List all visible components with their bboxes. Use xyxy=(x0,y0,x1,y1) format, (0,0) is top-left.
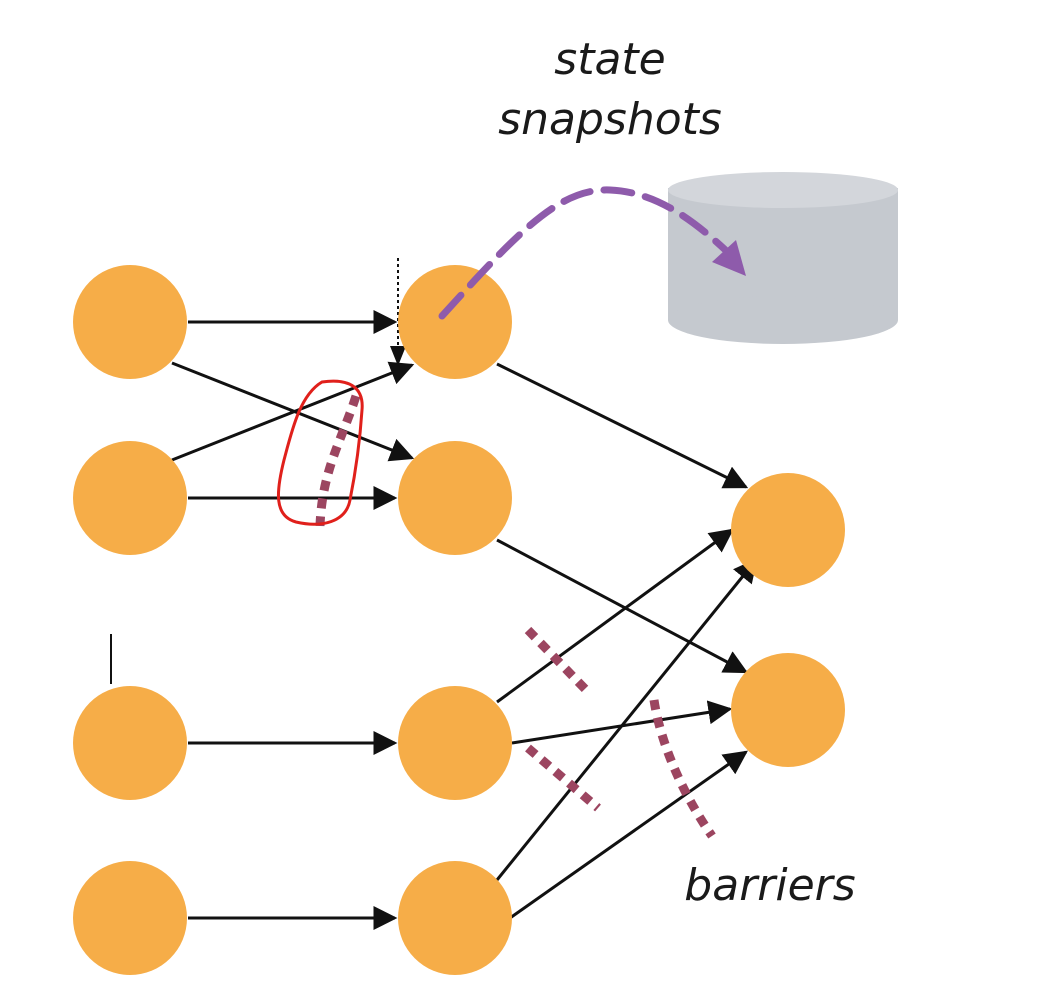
barrier-upper xyxy=(315,394,361,527)
dotted-marker-arrowhead xyxy=(390,346,406,366)
barrier-right xyxy=(649,699,716,839)
state-snapshots-label-line2: snapshots xyxy=(498,94,722,145)
node-a3 xyxy=(73,686,187,800)
node-b1 xyxy=(398,265,512,379)
node-b4 xyxy=(398,861,512,975)
edges-stage-1 xyxy=(171,310,415,930)
node-a2 xyxy=(73,441,187,555)
nodes xyxy=(73,265,845,975)
storage-cylinder-icon xyxy=(668,172,898,344)
barriers-label: barriers xyxy=(684,860,856,911)
edge-a1-b2 xyxy=(171,361,415,462)
state-snapshots-label-line1: state xyxy=(554,34,666,85)
barrier-middle xyxy=(524,626,592,696)
node-b3 xyxy=(398,686,512,800)
node-a1 xyxy=(73,265,187,379)
freehand-annotation xyxy=(276,379,364,526)
node-b2 xyxy=(398,441,512,555)
snapshot-arrow xyxy=(438,186,742,320)
node-c1 xyxy=(731,473,845,587)
edge-b4-c2 xyxy=(509,750,748,920)
node-a4 xyxy=(73,861,187,975)
barriers xyxy=(315,394,716,839)
edge-b2-c2 xyxy=(496,538,749,674)
edge-b4-c1 xyxy=(495,558,758,881)
edge-b1-c1 xyxy=(496,362,749,489)
node-c2 xyxy=(731,653,845,767)
edge-b3-c1 xyxy=(496,528,734,704)
edges-stage-2 xyxy=(495,362,758,920)
snapshot-arrowhead xyxy=(712,240,746,276)
edge-a2-b1 xyxy=(171,361,415,462)
barrier-lower xyxy=(525,744,601,812)
